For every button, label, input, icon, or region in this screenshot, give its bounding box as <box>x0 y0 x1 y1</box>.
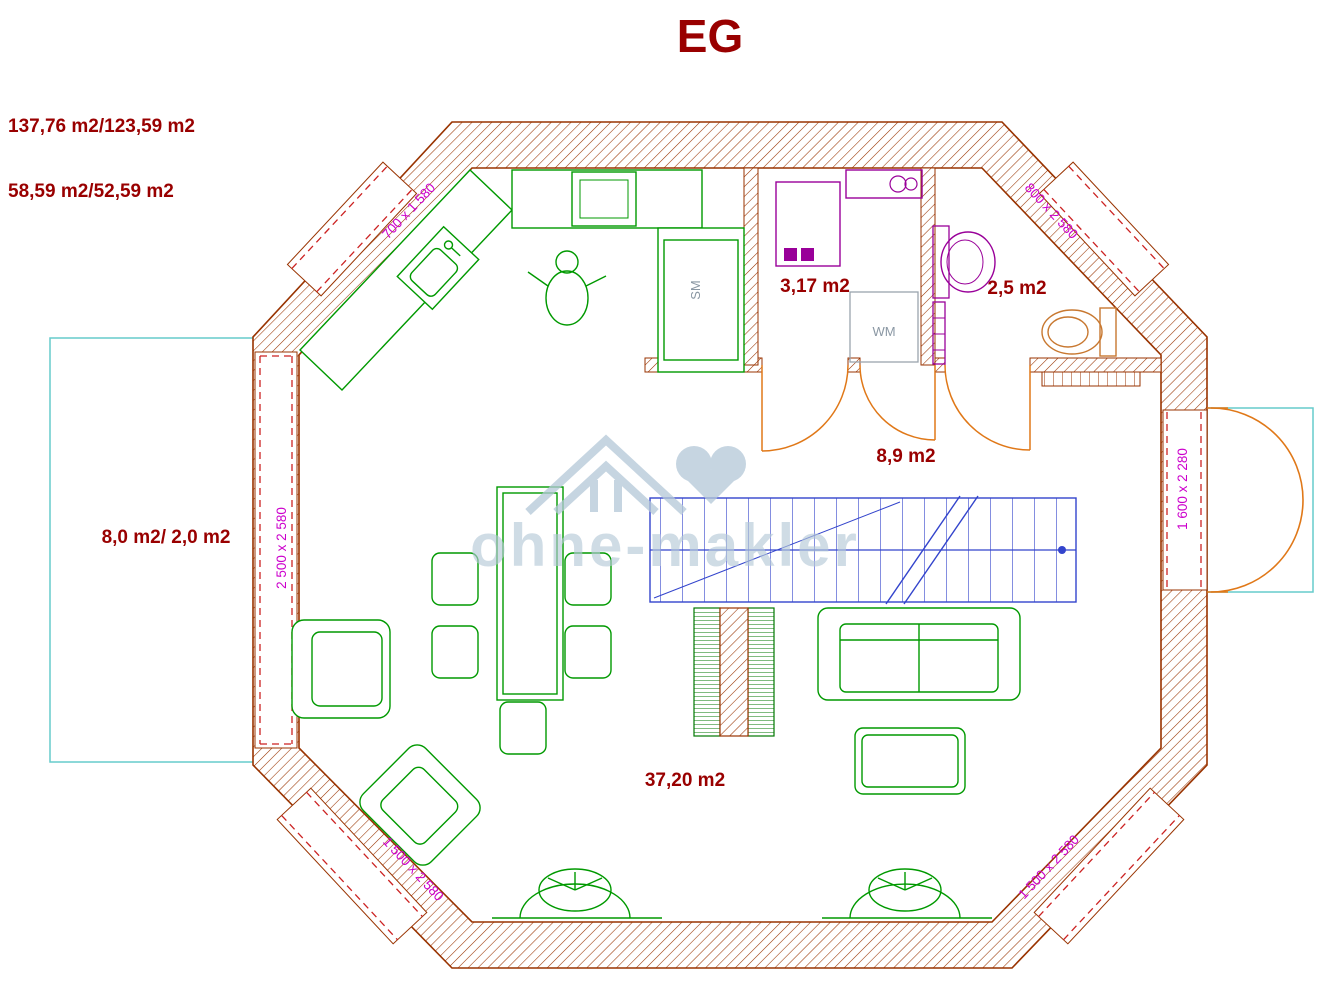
stairs <box>649 495 1077 605</box>
chair <box>431 625 479 679</box>
dishwasher-label: SM <box>688 280 703 300</box>
terrace-door-left <box>254 351 298 749</box>
watermark-heart-icon <box>676 446 746 504</box>
dining-table <box>496 486 564 701</box>
window-opening-top-right <box>1038 161 1170 297</box>
washing-machine <box>849 291 919 363</box>
interior-doors <box>761 364 1031 452</box>
radiator-hall <box>1041 371 1141 387</box>
window-opening-bottom-right <box>1033 787 1185 945</box>
room-label-living: 37,20 m2 <box>645 770 725 791</box>
page-title: EG <box>677 10 743 62</box>
bathroom-sink <box>940 231 996 293</box>
dishwasher <box>663 239 739 361</box>
shelf-left <box>693 607 721 737</box>
shelf-right <box>747 607 775 737</box>
armchair-left <box>291 619 391 719</box>
room-label-hallway: 8,9 m2 <box>876 446 935 467</box>
secondary-area-label: 58,59 m2/52,59 m2 <box>8 181 174 202</box>
armchair-rotated <box>359 744 481 866</box>
chair <box>431 552 479 606</box>
terrace-right <box>1206 407 1314 593</box>
entry-door-opening-right <box>1162 409 1208 591</box>
appliance-cabinet <box>775 181 841 267</box>
chair <box>564 552 612 606</box>
radiator-vertical <box>932 301 946 365</box>
terrace-left <box>49 337 256 763</box>
watermark-house-icon <box>525 434 687 515</box>
cooktop <box>845 169 923 199</box>
washing-machine-label: WM <box>872 324 895 339</box>
sofa <box>817 607 1021 701</box>
dim-door-right: 1 600 x 2 280 <box>1175 448 1190 530</box>
kitchen-sink <box>396 225 480 311</box>
coffee-table <box>854 727 966 795</box>
bathroom <box>932 225 1141 387</box>
dim-door-left: 2 500 x 2 580 <box>274 507 289 589</box>
entry-door <box>1207 407 1304 593</box>
plant-console-right <box>822 868 992 919</box>
bath-cabinet <box>932 225 950 299</box>
chair <box>499 701 547 755</box>
room-label-bathroom: 2,5 m2 <box>987 278 1046 299</box>
watermark: ohne-makler <box>470 434 860 579</box>
window-opening-top-left <box>286 161 418 297</box>
chimney <box>719 607 749 737</box>
person-figure <box>527 250 607 326</box>
total-area-label: 137,76 m2/123,59 m2 <box>8 116 195 137</box>
plant-console-left <box>492 868 662 919</box>
toilet <box>1041 307 1117 357</box>
chair <box>564 625 612 679</box>
watermark-text: ohne-makler <box>470 512 860 579</box>
kitchen-counter-return <box>657 227 745 373</box>
window-opening-bottom-left <box>276 787 428 945</box>
room-label-utility: 3,17 m2 <box>780 276 850 297</box>
kitchen <box>299 169 745 391</box>
room-label-terrace: 8,0 m2/ 2,0 m2 <box>102 527 231 548</box>
shelf-divider <box>693 607 775 737</box>
stove <box>571 171 637 227</box>
kitchen-counter-top <box>511 169 703 229</box>
living-room-furniture <box>291 486 1021 919</box>
utility-room: WM <box>775 169 923 363</box>
stairs-walkline-start <box>1058 546 1066 554</box>
